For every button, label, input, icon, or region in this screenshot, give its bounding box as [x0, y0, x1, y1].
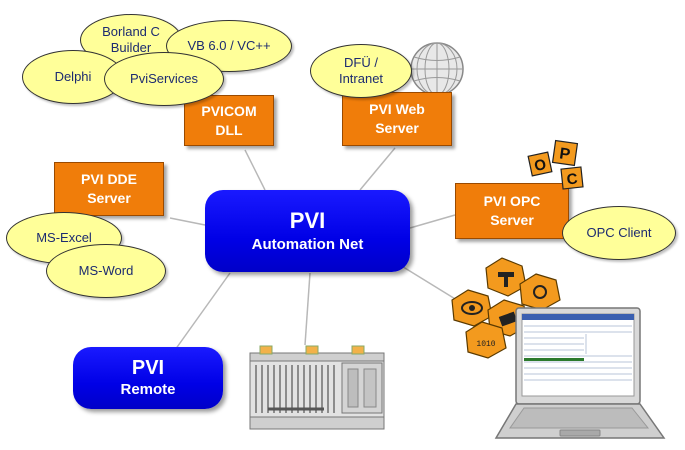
- plc-hardware-icon: [249, 345, 385, 430]
- opc-client-label: OPC Client: [586, 225, 652, 240]
- remote-title: PVI: [131, 357, 165, 379]
- opc-tile-p: P: [558, 145, 571, 163]
- tool-hex-2: [519, 273, 561, 311]
- tool-hex-5: [465, 321, 507, 359]
- svg-text:1010: 1010: [476, 340, 495, 349]
- laptop-icon: [494, 307, 666, 439]
- opc-tile-c: C: [566, 170, 579, 188]
- dde-line2: Server: [87, 190, 131, 206]
- connector-remote: [174, 272, 231, 351]
- connector-plc: [304, 272, 311, 346]
- borland-line1: Borland C: [102, 24, 160, 39]
- vb-label: VB 6.0 / VC++: [187, 38, 271, 53]
- connector-dde: [169, 217, 206, 226]
- pvi-dde-server-box: PVI DDE Server: [54, 162, 164, 216]
- opc-line2: Server: [490, 212, 534, 228]
- pviservices-bubble: PviServices: [104, 52, 224, 106]
- connector-web: [359, 147, 396, 191]
- opc-client-bubble: OPC Client: [562, 206, 676, 260]
- pvi-opc-server-box: PVI OPC Server: [455, 183, 569, 239]
- opc-tile-o: O: [533, 156, 548, 175]
- ms-word-bubble: MS-Word: [46, 244, 166, 298]
- delphi-label: Delphi: [54, 69, 92, 84]
- pvicom-dll-box: PVICOM DLL: [184, 95, 274, 146]
- connector-pvicom: [244, 149, 266, 191]
- connector-opc: [409, 214, 456, 229]
- excel-label: MS-Excel: [36, 230, 92, 245]
- word-label: MS-Word: [78, 263, 134, 278]
- pvi-remote-box: PVI Remote: [73, 347, 223, 409]
- web-line2: Server: [375, 120, 419, 136]
- pvi-automation-net-hub: PVI Automation Net: [205, 190, 410, 272]
- pviservices-label: PviServices: [130, 71, 198, 86]
- opc-letter-tiles-icon: O P C: [524, 138, 596, 194]
- remote-subtitle: Remote: [120, 381, 176, 398]
- opc-tiles-shape: O P C: [527, 139, 584, 190]
- hub-subtitle: Automation Net: [251, 236, 364, 253]
- borland-line2: Builder: [110, 40, 152, 55]
- pvi-web-server-box: PVI Web Server: [342, 92, 452, 146]
- dde-line1: PVI DDE: [80, 171, 137, 187]
- dfu-intranet-bubble: DFÜ / Intranet: [310, 44, 412, 98]
- dfu-line1: DFÜ /: [344, 55, 378, 70]
- pvicom-line2: DLL: [215, 121, 243, 138]
- web-line1: PVI Web: [369, 101, 425, 117]
- hub-title: PVI: [289, 208, 326, 233]
- opc-line1: PVI OPC: [483, 193, 541, 209]
- pvicom-line1: PVICOM: [201, 102, 257, 119]
- globe-icon: [410, 42, 464, 96]
- dfu-line2: Intranet: [338, 71, 384, 86]
